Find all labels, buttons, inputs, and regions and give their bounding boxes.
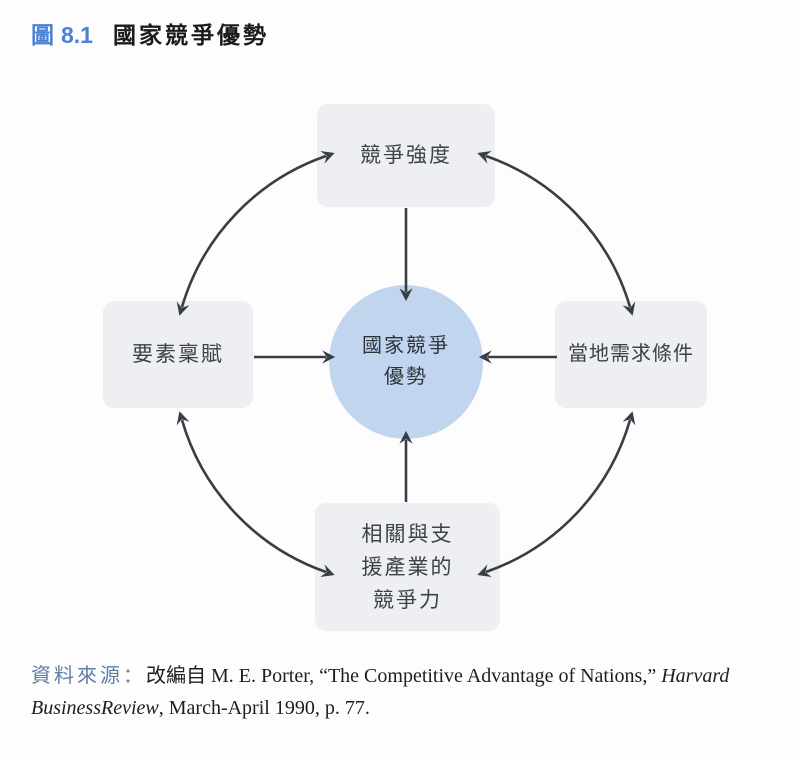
figure-header: 圖 8.1 國家競爭優勢 xyxy=(31,16,269,50)
node-local-demand-conditions: 當地需求條件 xyxy=(555,301,707,408)
node-label-line2: 援產業的 xyxy=(361,555,454,579)
arc-arrow-top-right xyxy=(477,150,636,316)
node-label: 要素稟賦 xyxy=(132,343,224,366)
arc-arrow-bottom-left xyxy=(176,411,335,577)
source-journal-line2: BusinessReview xyxy=(31,697,159,719)
figure-title: 國家競爭優勢 xyxy=(112,22,269,48)
node-factor-endowments: 要素稟賦 xyxy=(103,301,253,408)
node-label-line1: 相關與支 xyxy=(361,522,454,546)
node-label: 當地需求條件 xyxy=(568,343,694,365)
source-journal-line1: Harvard xyxy=(661,665,730,687)
center-label-line1: 國家競爭 xyxy=(362,335,450,357)
source-label: 資料來源： xyxy=(31,665,146,687)
node-label-line3: 競爭力 xyxy=(373,588,442,612)
node-label: 競爭強度 xyxy=(360,144,452,167)
center-label-line2: 優勢 xyxy=(384,366,428,388)
source-text: 改編自 M. E. Porter, “The Competitive Advan… xyxy=(146,665,662,687)
source-text-tail: , March-April 1990, p. 77. xyxy=(158,697,370,719)
node-national-competitive-advantage: 國家競爭 優勢 xyxy=(329,285,483,439)
figure-word: 圖 xyxy=(31,22,54,48)
arc-arrow-top-left xyxy=(176,150,335,316)
arc-arrow-bottom-right xyxy=(477,411,636,577)
node-related-supporting-industries: 相關與支 援產業的 競爭力 xyxy=(315,503,500,631)
node-competition-intensity: 競爭強度 xyxy=(317,104,495,207)
figure-number: 8.1 xyxy=(61,22,93,48)
source-citation: 資料來源：改編自 M. E. Porter, “The Competitive … xyxy=(31,660,776,724)
